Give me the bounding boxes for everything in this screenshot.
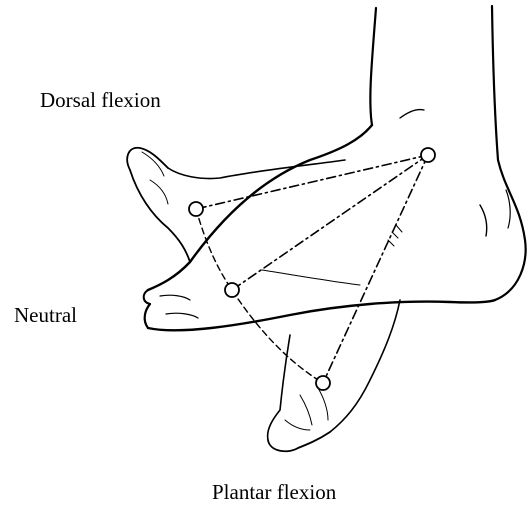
flexion-arc bbox=[196, 209, 323, 383]
dorsal-toe-marker bbox=[189, 202, 203, 216]
plantar-line bbox=[323, 155, 428, 383]
dorsal-line bbox=[196, 155, 428, 209]
joint-markers bbox=[189, 148, 435, 390]
neutral-toe-marker bbox=[225, 283, 239, 297]
plantar-foot-outline bbox=[268, 300, 400, 451]
plantar-flexion-label: Plantar flexion bbox=[212, 482, 336, 503]
leg-outline bbox=[370, 6, 525, 300]
dorsal-foot-outline bbox=[127, 148, 345, 262]
dorsal-flexion-label: Dorsal flexion bbox=[40, 90, 161, 111]
ankle-joint-marker bbox=[421, 148, 435, 162]
neutral-foot-outline bbox=[144, 125, 495, 330]
flexion-lines bbox=[196, 155, 428, 383]
neutral-label: Neutral bbox=[14, 305, 77, 326]
neutral-line bbox=[232, 155, 428, 290]
plantar-toe-marker bbox=[316, 376, 330, 390]
